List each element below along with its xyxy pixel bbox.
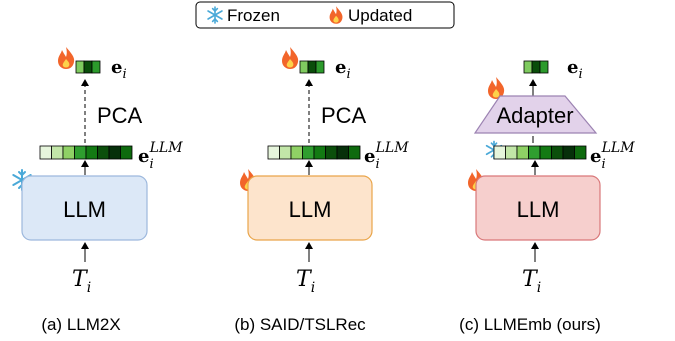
vector-cell (85, 145, 98, 160)
legend: Frozen Updated (195, 1, 455, 29)
vector-cell (336, 145, 349, 160)
vector-cell (91, 60, 101, 74)
vector-cell (315, 60, 325, 74)
vector-cell (539, 145, 552, 160)
vector-cell (299, 60, 309, 74)
vector-cell (307, 60, 317, 74)
vector-cell (290, 145, 303, 160)
llm-box (21, 175, 148, 241)
adapter-label: Adapter (496, 103, 573, 128)
vector-cell (62, 145, 75, 160)
output-embedding-symbol: ei (111, 57, 127, 82)
vector-cell (302, 145, 315, 160)
llm-embedding-vector (493, 145, 587, 160)
panel-said-tslrec: ei PCA eiLLM LLM Ti (b) SAID/TSLRec (234, 47, 409, 334)
pca-label: PCA (321, 103, 367, 128)
vector-cell (531, 60, 541, 74)
vector-cell (539, 60, 549, 74)
updated-flame-icon (282, 47, 299, 69)
vector-cell (267, 145, 280, 160)
vector-cell (313, 145, 326, 160)
llm-box (475, 175, 601, 241)
vector-cell (325, 145, 338, 160)
vector-cell (39, 145, 52, 160)
legend-frame (195, 1, 455, 29)
panel-llm2x: ei PCA eiLLM LLM Ti (a) LLM2X (12, 47, 183, 334)
panel-caption: (a) LLM2X (41, 315, 120, 334)
output-embedding-vector (75, 60, 101, 74)
llm-embedding-vector (39, 145, 133, 160)
llm-embedding-symbol: eiLLM (590, 140, 635, 172)
output-embedding-vector (299, 60, 325, 74)
vector-cell (562, 145, 575, 160)
vector-cell (120, 145, 133, 160)
vector-cell (574, 145, 587, 160)
output-embedding-vector (523, 60, 549, 74)
input-symbol: Ti (296, 267, 315, 296)
llm-label: LLM (517, 197, 560, 222)
panel-caption: (b) SAID/TSLRec (234, 315, 366, 334)
panel-caption: (c) LLMEmb (ours) (459, 315, 601, 334)
vector-cell (108, 145, 121, 160)
vector-cell (83, 60, 93, 74)
input-symbol: Ti (522, 267, 541, 296)
vector-cell (528, 145, 541, 160)
llm-label: LLM (63, 197, 106, 222)
vector-cell (516, 145, 529, 160)
vector-cell (279, 145, 292, 160)
input-symbol: Ti (72, 267, 91, 296)
llm-box (247, 175, 373, 241)
vector-cell (505, 145, 518, 160)
llm-embedding-symbol: eiLLM (364, 140, 409, 172)
output-embedding-symbol: ei (567, 57, 583, 82)
llm-embedding-vector (267, 145, 361, 160)
vector-cell (551, 145, 564, 160)
vector-cell (75, 60, 85, 74)
legend-updated-label: Updated (348, 6, 412, 25)
adapter-block (473, 95, 598, 134)
vector-cell (97, 145, 110, 160)
output-embedding-symbol: ei (335, 57, 351, 82)
vector-cell (348, 145, 361, 160)
vector-cell (523, 60, 533, 74)
vector-cell (74, 145, 87, 160)
llm-embedding-symbol: eiLLM (138, 140, 183, 172)
legend-frozen-label: Frozen (227, 6, 280, 25)
vector-cell (493, 145, 506, 160)
panel-llmemb: ei Adapter eiLLM LLM Ti (c) LLMEmb (ours… (459, 57, 635, 334)
pca-label: PCA (97, 103, 143, 128)
updated-flame-icon (58, 47, 75, 69)
llm-label: LLM (289, 197, 332, 222)
vector-cell (51, 145, 64, 160)
